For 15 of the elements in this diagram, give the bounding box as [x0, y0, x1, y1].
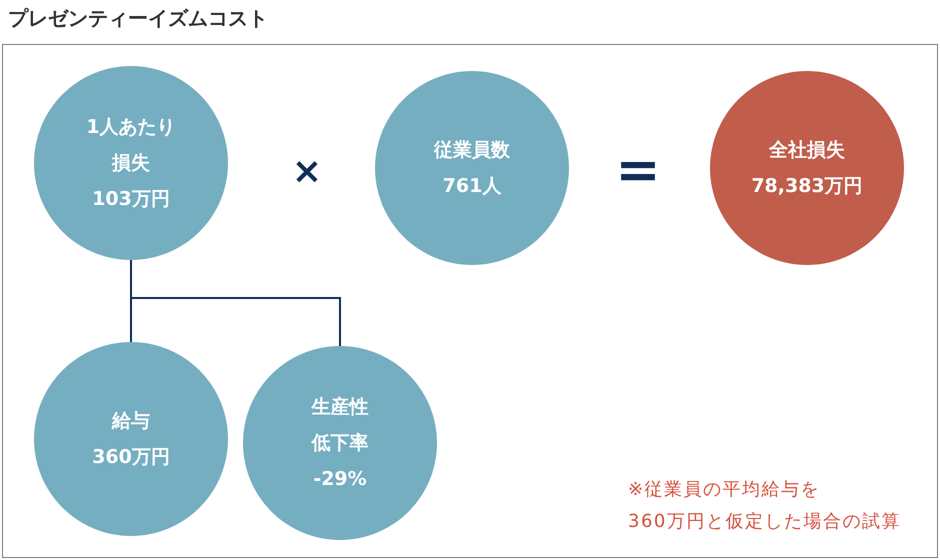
metric-value: 360万円	[92, 445, 170, 470]
multiply-sign: ×	[292, 154, 322, 190]
equals-sign: =	[615, 143, 661, 197]
diagram-title: プレゼンティーイズムコスト	[8, 5, 268, 32]
connector-line	[130, 260, 341, 346]
metric-value: -29%	[313, 467, 367, 492]
metric-value: 103万円	[92, 187, 170, 212]
metric-value: 761人	[442, 174, 502, 199]
footnote: ※従業員の平均給与を360万円と仮定した場合の試算	[628, 478, 902, 534]
metric-name: 1人あたり損失	[85, 115, 177, 176]
metric-name: 給与	[112, 409, 150, 434]
metric-name: 従業員数	[434, 138, 510, 163]
metric-name: 生産性低下率	[310, 395, 370, 456]
metric-name: 全社損失	[769, 138, 845, 163]
metric-value: 78,383万円	[751, 174, 863, 199]
